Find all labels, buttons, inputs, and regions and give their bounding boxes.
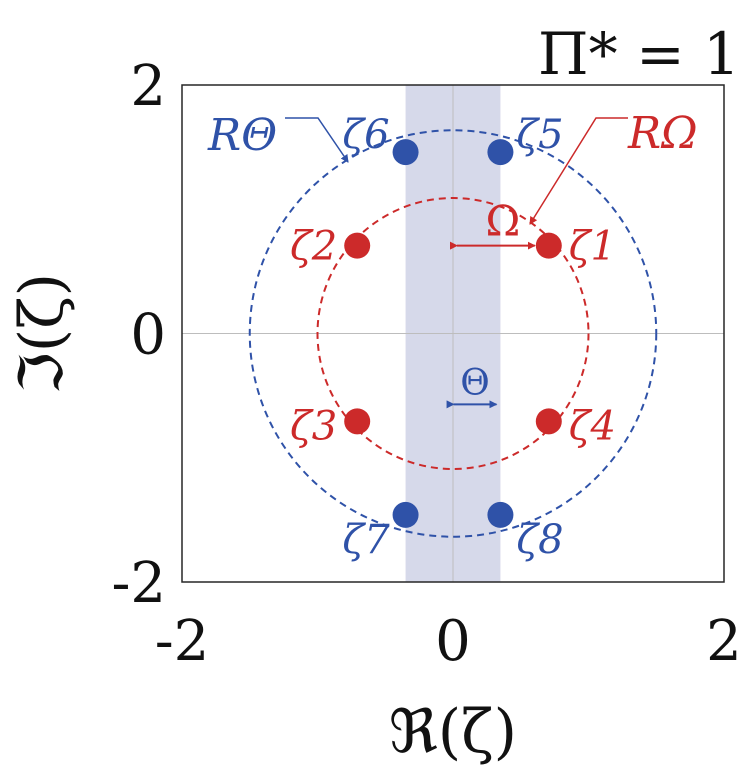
point-marker-ζ8: [487, 501, 514, 528]
x-tick-labels: -2 0 2: [155, 609, 742, 674]
r-omega-circle: [316, 197, 590, 470]
plot-frame: [181, 84, 725, 583]
r-theta-circle: [248, 129, 658, 538]
point-label-ζ1: ζ1: [569, 224, 616, 270]
point-label-ζ8: ζ8: [516, 517, 563, 563]
point-marker-ζ6: [392, 139, 419, 166]
point-label-ζ7: ζ7: [342, 517, 390, 563]
x-tick-label: -2: [155, 609, 210, 674]
point-label-ζ3: ζ3: [290, 403, 337, 449]
y-tick-label: -2: [111, 551, 166, 616]
point-label-ζ6: ζ6: [342, 112, 389, 158]
y-axis-label: ℑ(ζ): [7, 273, 77, 394]
omega-label: Ω: [485, 197, 520, 246]
x-tick-label: 2: [706, 609, 742, 674]
point-marker-ζ4: [535, 408, 562, 435]
r-omega-pointer: [529, 117, 628, 225]
y-tick-label: 0: [130, 303, 166, 368]
point-marker-ζ7: [392, 501, 419, 528]
point-marker-ζ2: [344, 232, 371, 259]
chart-title: Π* = 1: [538, 20, 740, 88]
r-theta-label: RΘ: [207, 110, 277, 161]
point-marker-ζ1: [535, 232, 562, 259]
point-marker-ζ3: [344, 408, 371, 435]
point-marker-ζ5: [487, 139, 514, 166]
point-label-ζ5: ζ5: [516, 112, 563, 158]
point-label-ζ2: ζ2: [290, 224, 337, 270]
data-points: ζ1 ζ2 ζ3 ζ4 ζ5 ζ6 ζ7 ζ8: [290, 112, 616, 563]
y-tick-label: 2: [130, 54, 166, 119]
x-tick-label: 0: [435, 609, 471, 674]
y-tick-labels: -2 0 2: [111, 54, 166, 616]
theta-label: Θ: [460, 362, 490, 403]
x-axis-label: ℜ(ζ): [389, 697, 517, 767]
point-label-ζ4: ζ4: [569, 403, 616, 449]
r-omega-label: RΩ: [627, 108, 698, 159]
r-theta-pointer: [285, 117, 349, 163]
